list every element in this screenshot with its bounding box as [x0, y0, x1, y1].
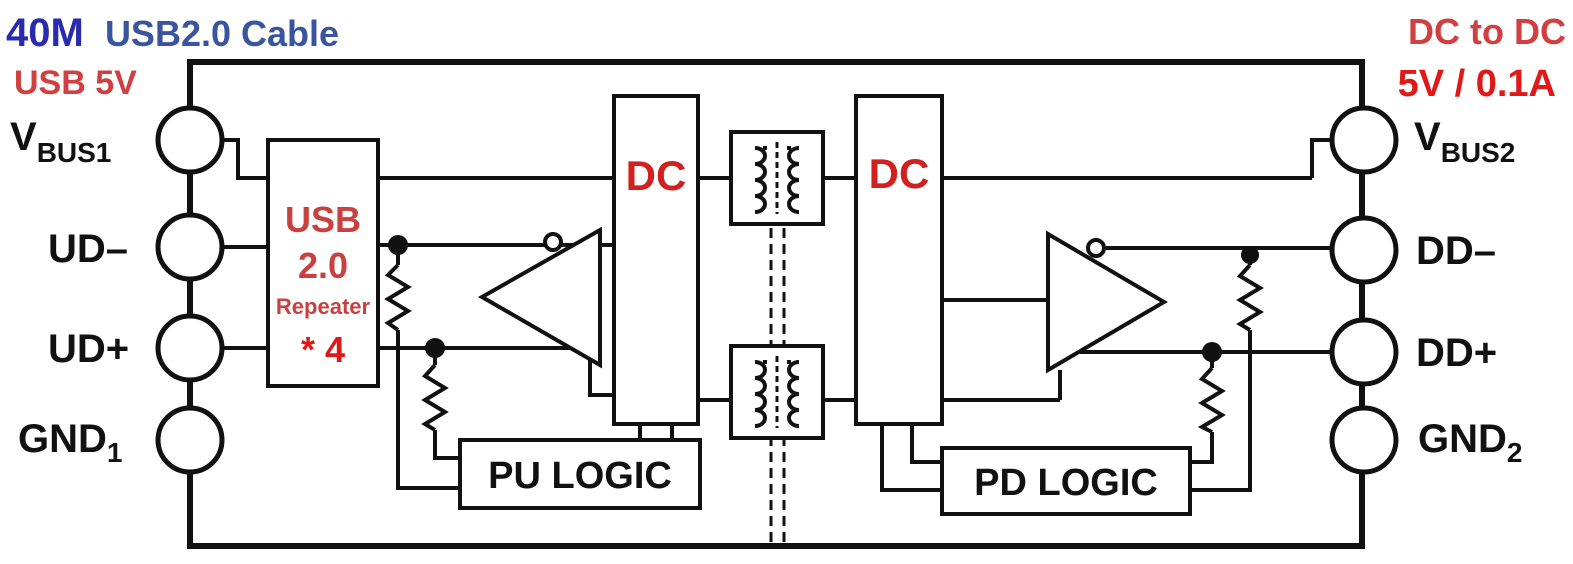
- pin-label-dd-minus: DD–: [1416, 229, 1496, 273]
- dc-label-right: DC: [869, 150, 930, 197]
- left-pin-circles: [155, 105, 225, 475]
- pin-vbus1: [155, 105, 225, 175]
- dc-block-left: [612, 94, 700, 426]
- right-pin-circles: [1329, 105, 1399, 475]
- repeater-label-text: Repeater: [276, 294, 371, 319]
- pin-gnd2: [1329, 405, 1399, 475]
- repeater-count-label: * 4: [301, 329, 345, 370]
- transformer-top: [729, 130, 825, 226]
- pin-label-gnd1: GND1: [18, 417, 122, 468]
- pin-ud-minus: [155, 212, 225, 282]
- svg-text:40M USB2.0 Cable: 40M USB2.0 Cable: [6, 11, 339, 55]
- pin-dd-plus: [1329, 317, 1399, 387]
- wiring: [218, 138, 1336, 492]
- right-comparator: [1046, 230, 1168, 374]
- pin-ud-plus: [155, 313, 225, 383]
- cable-type-label: USB2.0 Cable: [105, 13, 339, 54]
- pin-gnd1: [155, 405, 225, 475]
- pin-label-vbus1: VBUS1: [10, 115, 111, 168]
- package-outline: [187, 59, 1365, 549]
- pin-label-ud-plus: UD+: [48, 327, 129, 371]
- transformer-bottom: [729, 344, 825, 440]
- pu-logic-block: [458, 438, 702, 510]
- pin-dd-minus: [1329, 215, 1399, 285]
- usb-supply-label: USB 5V: [14, 64, 137, 102]
- pin-label-dd-plus: DD+: [1416, 331, 1497, 375]
- pin-label-ud-minus: UD–: [48, 227, 128, 271]
- left-comparator: [477, 226, 602, 369]
- pin-vbus2: [1329, 105, 1399, 175]
- pin-label-vbus2: VBUS2: [1414, 115, 1515, 168]
- pu-logic-label: PU LOGIC: [488, 455, 672, 497]
- pd-logic-label: PD LOGIC: [974, 462, 1158, 504]
- rating-label: 5V / 0.1A: [1398, 63, 1556, 105]
- repeater-label-usb: USB: [285, 199, 361, 240]
- cable-length-label: 40M: [6, 11, 84, 55]
- dc-to-dc-label: DC to DC: [1408, 11, 1566, 52]
- dc-block-right: [854, 94, 944, 426]
- junction-dots: [388, 235, 1259, 362]
- repeater-block: [266, 138, 380, 388]
- pin-label-gnd2: GND2: [1418, 417, 1522, 468]
- repeater-label-version: 2.0: [298, 245, 348, 286]
- pd-logic-block: [940, 446, 1192, 516]
- dc-label-left: DC: [626, 152, 687, 199]
